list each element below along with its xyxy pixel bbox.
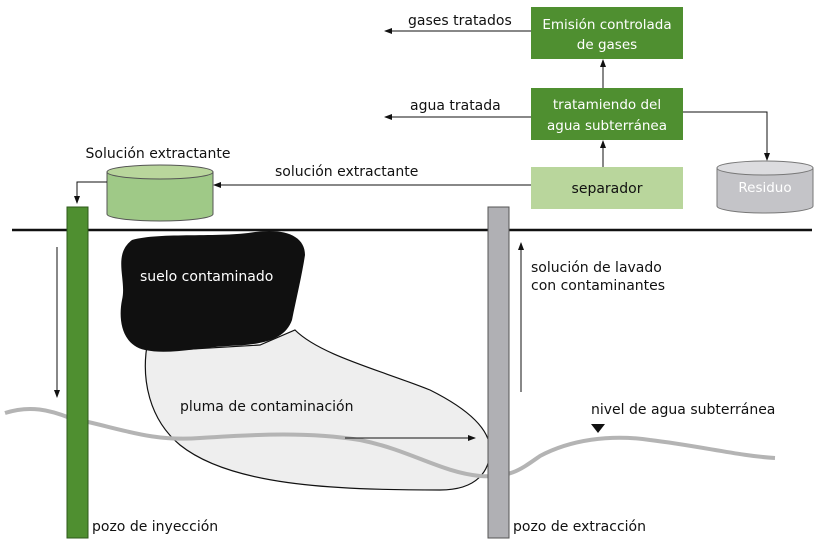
emision-label-line2: de gases xyxy=(577,37,637,53)
label-solucion-extractante: solución extractante xyxy=(275,164,418,180)
solucion-extractante-tank xyxy=(106,164,214,222)
contamination-plume xyxy=(144,329,491,491)
solucion-tank-title: Solución extractante xyxy=(86,146,231,162)
water-level-marker-icon xyxy=(591,424,605,433)
contaminated-soil-blob xyxy=(120,230,305,352)
label-gases-tratados: gases tratados xyxy=(408,13,512,29)
label-suelo-contaminado: suelo contaminado xyxy=(140,269,273,285)
emision-box xyxy=(531,7,683,59)
separador-box xyxy=(531,167,683,209)
residuo-tank xyxy=(716,160,814,214)
emision-label-line1: Emisión controlada xyxy=(542,17,671,33)
label-pozo-inyeccion: pozo de inyección xyxy=(92,519,218,535)
injection-well xyxy=(66,206,89,539)
label-lavado-line1: solución de lavado xyxy=(531,260,662,276)
tratamiento-label-line1: tratamiendo del xyxy=(553,97,661,113)
label-pluma: pluma de contaminación xyxy=(180,399,353,415)
arrow-to-residuo xyxy=(683,111,770,161)
label-lavado-line2: con contaminantes xyxy=(531,278,665,294)
separador-label: separador xyxy=(572,181,643,197)
label-pozo-extraccion: pozo de extracción xyxy=(513,519,646,535)
extraction-well xyxy=(487,206,510,539)
tratamiento-label-line2: agua subterránea xyxy=(547,118,667,134)
label-agua-tratada: agua tratada xyxy=(410,98,501,114)
residuo-label: Residuo xyxy=(738,180,791,196)
tratamiento-box xyxy=(531,88,683,140)
arrow-tank-to-injection xyxy=(74,181,107,204)
groundwater-table-line xyxy=(4,406,776,479)
label-nivel-agua: nivel de agua subterránea xyxy=(591,402,775,418)
